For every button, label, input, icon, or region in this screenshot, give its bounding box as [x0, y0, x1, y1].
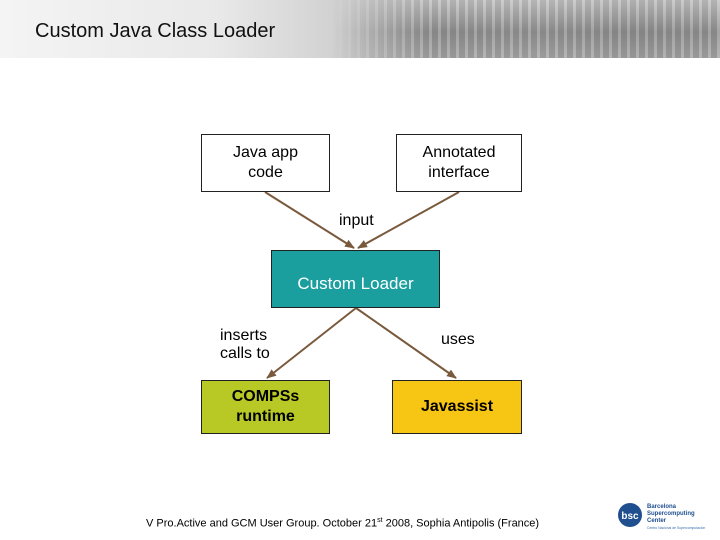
bsc-logo-line-1: Barcelona — [647, 504, 677, 510]
compss-runtime-node: COMPSs runtime — [201, 380, 330, 434]
uses-edge-label: uses — [441, 331, 475, 348]
custom-loader-label: Custom Loader — [297, 274, 414, 293]
compss-runtime-label: COMPSs runtime — [231, 388, 300, 425]
arrow-loader-to-compss — [266, 307, 357, 379]
bsc-logo-tagline: Centro Nacional de Supercomputación — [647, 526, 705, 530]
annotated-interface-label: Annotated interface — [422, 144, 496, 181]
java-app-code-label: Java app code — [233, 144, 298, 181]
input-edge-label: input — [339, 212, 374, 229]
header-banner: Custom Java Class Loader — [0, 0, 720, 58]
annotated-interface-node: Annotated interface — [396, 134, 522, 192]
custom-loader-node: Custom Loader — [271, 250, 440, 308]
footer-superscript: st — [377, 517, 383, 524]
bsc-logo: bsc Barcelona Supercomputing Center Cent… — [618, 503, 705, 530]
java-app-code-node: Java app code — [201, 134, 330, 192]
footer-text: V Pro.Active and GCM User Group. October… — [146, 517, 539, 530]
bsc-logo-mark: bsc — [621, 511, 639, 522]
slide-title: Custom Java Class Loader — [35, 20, 276, 42]
javassist-node: Javassist — [392, 380, 522, 434]
header-photo — [330, 0, 720, 58]
footer-text-main: V Pro.Active and GCM User Group. October… — [146, 517, 378, 530]
inserts-calls-edge-label: inserts calls to — [220, 327, 270, 363]
bsc-logo-line-2: Supercomputing — [647, 511, 695, 517]
javassist-label: Javassist — [420, 398, 494, 415]
footer-text-end: 2008, Sophia Antipolis (France) — [382, 517, 540, 530]
bsc-logo-line-3: Center — [647, 518, 667, 524]
